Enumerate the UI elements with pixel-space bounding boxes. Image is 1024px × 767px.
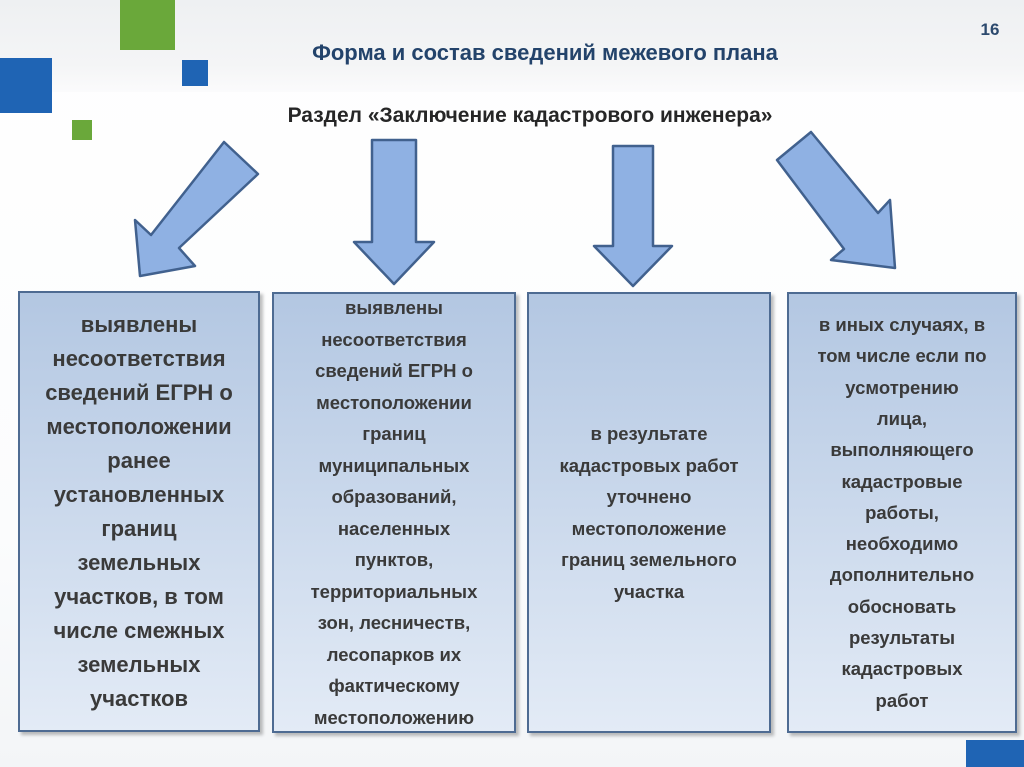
text-line: лица, <box>876 407 928 429</box>
text-line: местоположении <box>316 391 472 413</box>
text-line: границ <box>101 515 177 541</box>
condition-box-1: выявлены несоответствия сведений ЕГРН о … <box>18 291 260 732</box>
text-line: в иных случаях, в <box>818 314 986 336</box>
text-line: земельных <box>77 651 201 677</box>
text-line: несоответствия <box>52 345 226 371</box>
text-line: пунктов, <box>354 549 434 570</box>
text-line: выполняющего <box>830 439 974 461</box>
text-line: том числе если по <box>817 345 987 367</box>
text-line: участков <box>90 685 188 711</box>
text-line: сведений ЕГРН о <box>45 379 233 405</box>
decor-blue-square-large <box>0 58 52 113</box>
text-line: уточнено <box>606 486 692 507</box>
text-line: участка <box>613 580 685 602</box>
text-line: усмотрению <box>845 376 959 398</box>
text-line: границ <box>362 423 426 444</box>
text-line: выявлены <box>345 297 443 318</box>
text-line: необходимо <box>845 533 959 555</box>
section-subtitle: Раздел «Заключение кадастрового инженера… <box>287 104 773 127</box>
text-line: выявлены <box>80 311 198 337</box>
text-line: работы, <box>865 501 939 523</box>
decor-blue-square-small <box>182 60 208 86</box>
text-line: территориальных <box>310 580 478 602</box>
page-number: 16 <box>980 20 1000 39</box>
text-line: местоположение <box>571 517 727 539</box>
arrow-down-right <box>592 144 674 288</box>
text-line: результаты <box>848 627 956 649</box>
text-line: кадастровых <box>841 658 963 680</box>
text-line: муниципальных <box>318 454 470 476</box>
text-line: обосновать <box>847 595 957 617</box>
text-line: работ <box>875 689 929 711</box>
text-line: населенных <box>337 517 451 539</box>
arrow-diagonal-left <box>133 140 260 278</box>
text-line: дополнительно <box>829 564 975 586</box>
text-line: земельных <box>77 549 201 575</box>
decor-green-square-small <box>72 120 92 140</box>
condition-box-2: выявлены несоответствия сведений ЕГРН о … <box>272 292 516 733</box>
condition-text-3: в результате кадастровых работ уточнено … <box>559 418 738 607</box>
text-line: лесопарков их <box>326 643 462 665</box>
decor-green-square-large <box>120 0 175 50</box>
text-line: ранее <box>107 447 171 473</box>
text-line: образований, <box>331 486 457 507</box>
condition-box-4: в иных случаях, в том числе если по усмо… <box>787 292 1017 733</box>
condition-text-1: выявлены несоответствия сведений ЕГРН о … <box>45 308 233 716</box>
text-line: фактическому <box>328 675 460 696</box>
arrow-diagonal-right <box>775 130 897 270</box>
text-line: местоположении <box>46 413 232 439</box>
text-line: кадастровых работ <box>559 454 739 476</box>
text-line: кадастровые <box>841 470 963 492</box>
condition-text-2: выявлены несоответствия сведений ЕГРН о … <box>311 292 478 733</box>
text-line: сведений ЕГРН о <box>315 360 473 381</box>
condition-box-3: в результате кадастровых работ уточнено … <box>527 292 771 733</box>
decor-blue-corner <box>966 740 1024 767</box>
text-line: участков, в том <box>54 583 224 609</box>
text-line: установленных <box>53 481 225 507</box>
text-line: границ земельного <box>561 549 737 570</box>
slide-title: Форма и состав сведений межевого плана <box>312 40 778 65</box>
arrow-down-left <box>352 138 436 286</box>
text-line: в результате <box>590 423 708 444</box>
text-line: местоположению <box>313 706 475 728</box>
text-line: зон, лесничеств, <box>317 612 471 633</box>
text-line: несоответствия <box>321 328 467 350</box>
condition-text-4: в иных случаях, в том числе если по усмо… <box>817 309 986 716</box>
text-line: числе смежных <box>53 617 225 643</box>
